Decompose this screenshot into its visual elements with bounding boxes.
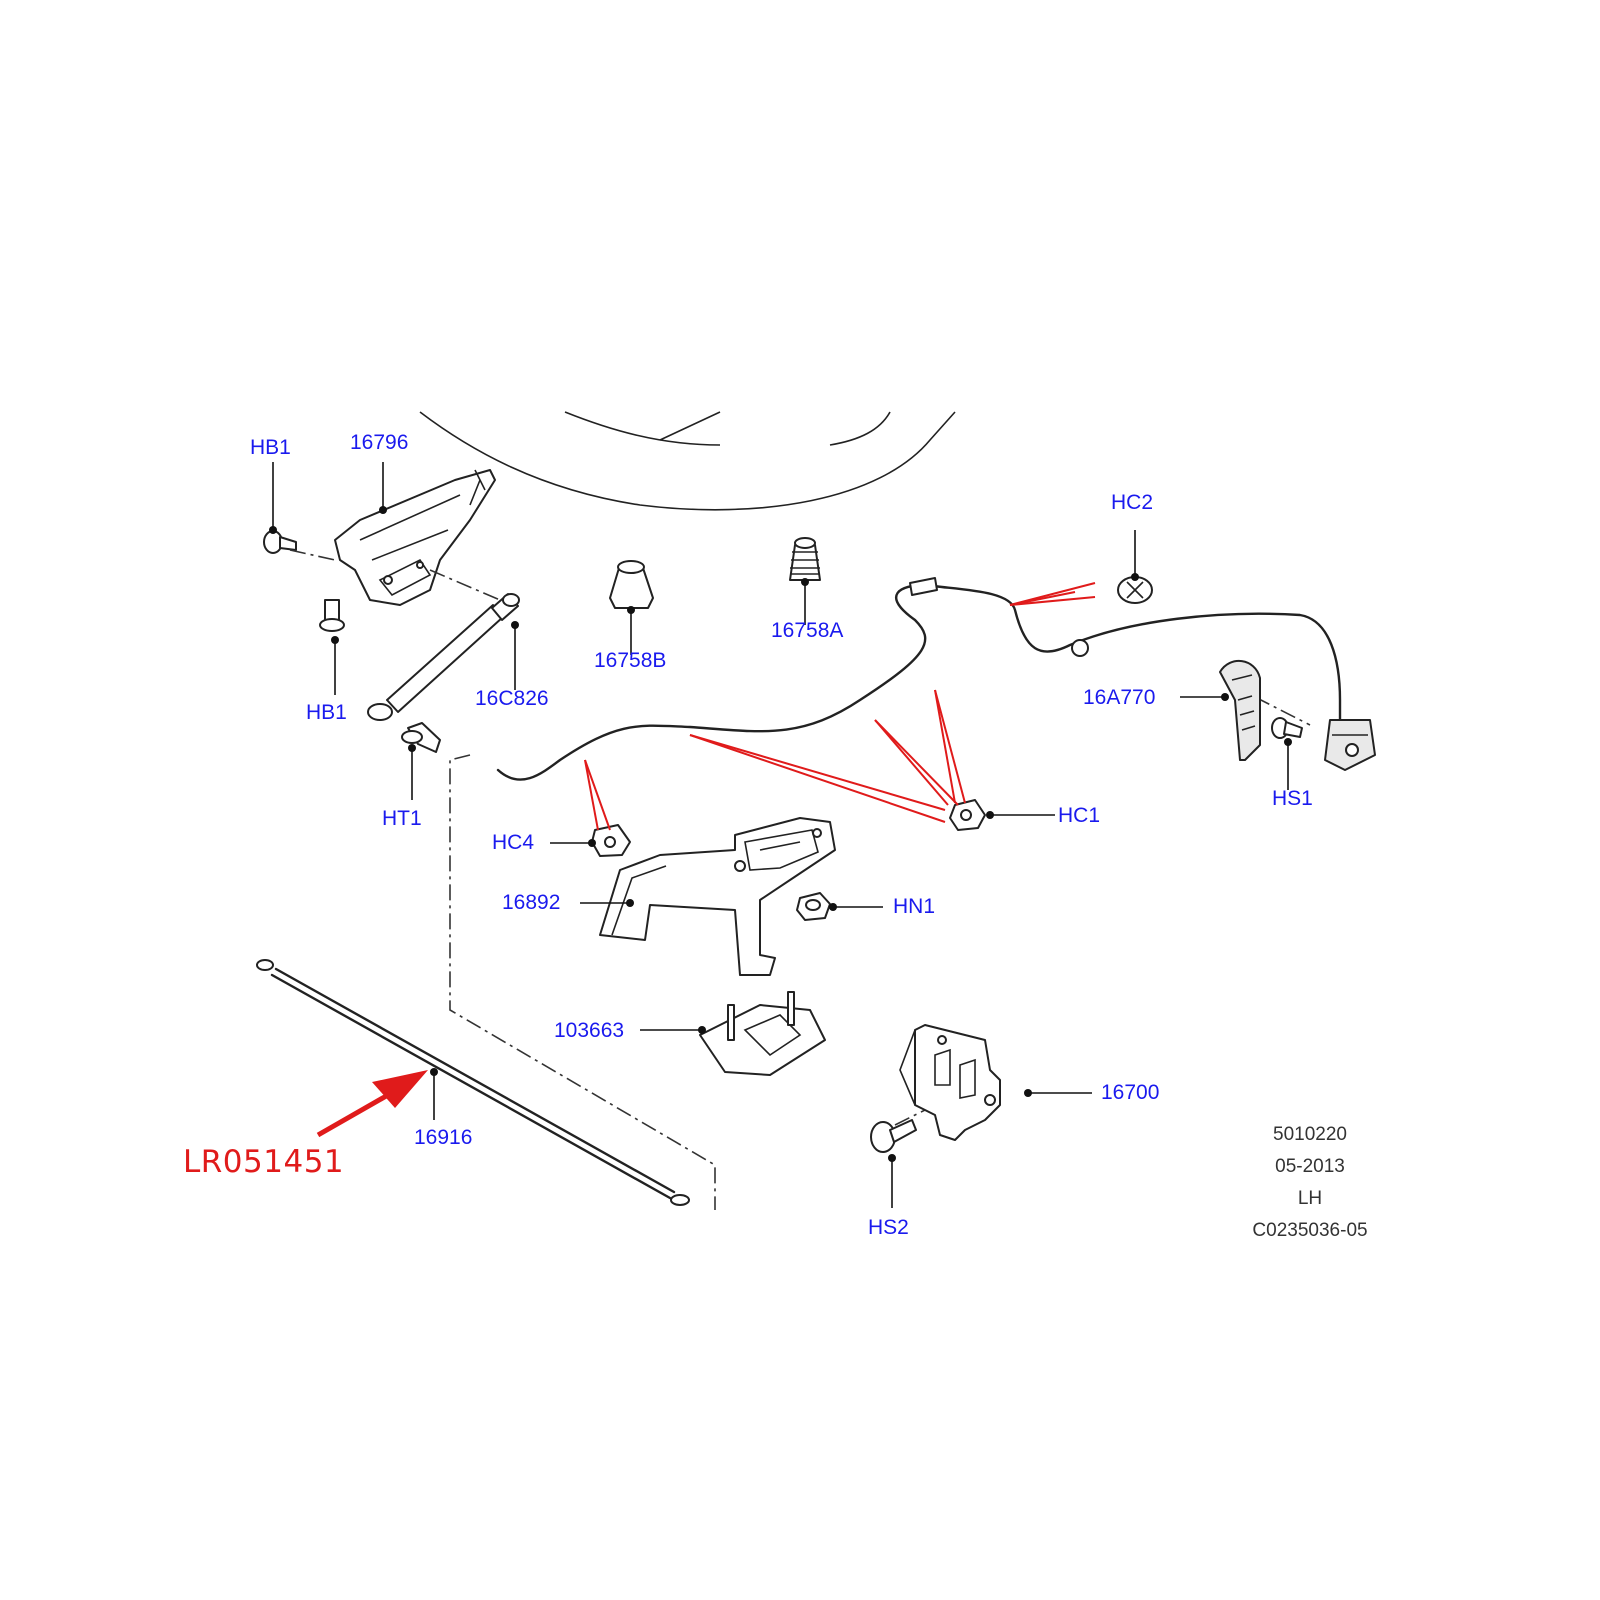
callout-part-number: LR051451 (183, 1144, 345, 1180)
label-ht1: HT1 (382, 807, 422, 830)
pin-ht1 (401, 722, 441, 753)
footer-date: 05-2013 (1275, 1156, 1345, 1177)
assembly-line-hs1 (1254, 696, 1311, 726)
release-cable (496, 583, 1342, 781)
footer-code: 5010220 (1273, 1124, 1347, 1145)
hood-outline (419, 411, 956, 511)
release-handle-16a770 (1219, 659, 1261, 761)
label-hs1: HS1 (1272, 787, 1313, 810)
gas-strut-16c826 (367, 593, 520, 721)
label-hb1-bottom: HB1 (306, 701, 347, 724)
label-16c826: 16C826 (475, 687, 549, 710)
label-hb1-top: HB1 (250, 436, 291, 459)
assembly-line-cable-route (449, 754, 716, 1210)
label-hc1: HC1 (1058, 804, 1101, 827)
label-16758a: 16758A (771, 619, 844, 642)
bracket-16892 (599, 817, 836, 976)
label-16a770: 16A770 (1083, 686, 1156, 709)
hood-hinge-16796 (334, 469, 496, 606)
label-16796: 16796 (350, 431, 409, 454)
bolt-hb1-top (263, 530, 297, 554)
nut-hn1 (796, 892, 831, 921)
cable-16916 (256, 959, 690, 1206)
label-hn1: HN1 (893, 895, 936, 918)
cable-latch-actuator (1324, 719, 1376, 771)
bolt-hs2 (870, 1119, 917, 1153)
bolt-hb1-bottom (319, 599, 345, 632)
label-16916: 16916 (414, 1126, 473, 1149)
label-hc2: HC2 (1111, 491, 1154, 514)
assembly-line-hinge (289, 549, 336, 561)
bump-stop-16758b (609, 560, 654, 609)
label-16700: 16700 (1101, 1081, 1160, 1104)
callout-arrow (316, 1070, 428, 1138)
cable-grommet (1071, 639, 1089, 657)
cable-sleeve (909, 577, 938, 596)
label-hc4: HC4 (492, 831, 535, 854)
label-103663: 103663 (554, 1019, 625, 1042)
footer-side: LH (1297, 1188, 1323, 1209)
plate-103663 (699, 991, 826, 1076)
label-hs2: HS2 (868, 1216, 909, 1239)
clip-hc4 (591, 824, 631, 857)
bump-stop-16758a (789, 537, 821, 581)
leader-lines (269, 462, 1292, 1208)
label-16758b: 16758B (594, 649, 667, 672)
assembly-line-hs2 (894, 1109, 926, 1126)
latch-16700 (899, 1024, 1001, 1141)
footer-ref: C0235036-05 (1252, 1220, 1368, 1241)
bolt-hs1 (1271, 717, 1303, 739)
assembly-line-hinge-strut (429, 569, 501, 601)
clip-hc1 (949, 799, 986, 831)
label-16892: 16892 (502, 891, 561, 914)
red-annotation-lines (584, 582, 1096, 831)
